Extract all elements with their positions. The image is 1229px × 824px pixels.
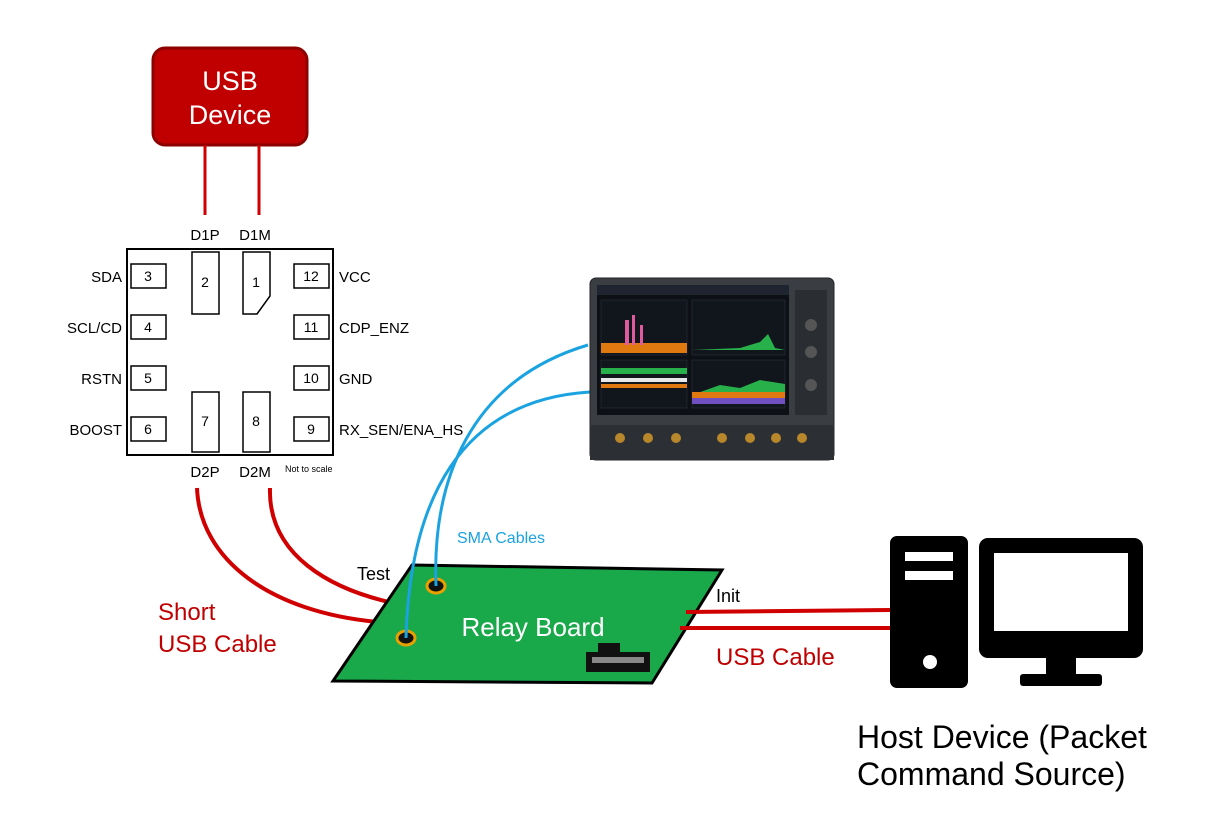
sma-cables-label: SMA Cables (457, 530, 545, 547)
pad-3-number: 3 (144, 268, 152, 284)
pad-7-number: 7 (201, 413, 209, 429)
short-usb-cable-label-2: USB Cable (158, 631, 277, 658)
usb-device-label-2: Device (189, 100, 272, 130)
pad-5 (130, 365, 167, 391)
pad-8 (242, 391, 271, 453)
pad-6 (130, 416, 167, 442)
pad-10-number: 10 (303, 370, 319, 386)
pin-label-d1m: D1M (239, 227, 271, 244)
pad-4 (130, 314, 167, 340)
pin-label-d2p: D2P (190, 464, 219, 481)
host-device-label-2: Command Source) (857, 756, 1126, 792)
sma-cable-1 (434, 343, 589, 587)
pad-8-number: 8 (252, 413, 260, 429)
host-device-label-1: Host Device (Packet (857, 719, 1147, 755)
usb-cable-line-1 (685, 608, 891, 614)
pad-5-number: 5 (144, 370, 152, 386)
pad-11 (293, 314, 330, 340)
pad-12-number: 12 (303, 268, 319, 284)
pad-11-number: 11 (304, 319, 319, 335)
short-usb-cable-label-1: Short (158, 599, 216, 626)
init-port-label: Init (716, 586, 740, 606)
pin-name-rx-sen-ena-hs: RX_SEN/ENA_HS (339, 422, 463, 439)
pin-name-vcc: VCC (339, 269, 371, 286)
pin-name-rstn: RSTN (81, 371, 122, 388)
pad-1 (242, 251, 271, 315)
pad-9 (293, 416, 330, 442)
not-to-scale-note: Not to scale (285, 464, 333, 474)
pin-name-boost: BOOST (69, 422, 122, 439)
pad-2-number: 2 (201, 274, 209, 290)
usb-device-label-1: USB (202, 66, 258, 96)
chip-package: D1P D1M 2 1 7 8 3 4 5 6 12 11 10 9 SDA S… (67, 227, 463, 481)
pad-6-number: 6 (144, 421, 152, 437)
pad-3 (130, 263, 167, 289)
usb-connector-icon (586, 643, 650, 672)
pad-10 (293, 365, 330, 391)
pad-1-number: 1 (252, 274, 260, 290)
sma-cable-2 (404, 390, 591, 639)
usb-cable-label: USB Cable (716, 644, 835, 671)
relay-board-label: Relay Board (461, 612, 604, 642)
pad-7 (191, 391, 220, 453)
relay-board: Relay Board (330, 563, 725, 685)
short-usb-cable-d2m (267, 487, 399, 606)
pad-9-number: 9 (307, 421, 315, 437)
oscilloscope-image (589, 277, 835, 461)
pin-label-d1p: D1P (190, 227, 219, 244)
desktop-computer-icon (890, 536, 1143, 688)
usb-device-box: USB Device (151, 46, 309, 147)
pin-label-d2m: D2M (239, 464, 271, 481)
short-usb-cable-d2p (195, 487, 379, 624)
pad-4-number: 4 (144, 319, 152, 335)
pin-name-sda: SDA (91, 269, 122, 286)
test-port-label: Test (357, 564, 390, 584)
pin-name-scl-cd: SCL/CD (67, 320, 122, 337)
pad-2 (191, 251, 220, 315)
pad-12 (293, 263, 330, 289)
pin-name-gnd: GND (339, 371, 373, 388)
pin-name-cdp-enz: CDP_ENZ (339, 320, 409, 337)
